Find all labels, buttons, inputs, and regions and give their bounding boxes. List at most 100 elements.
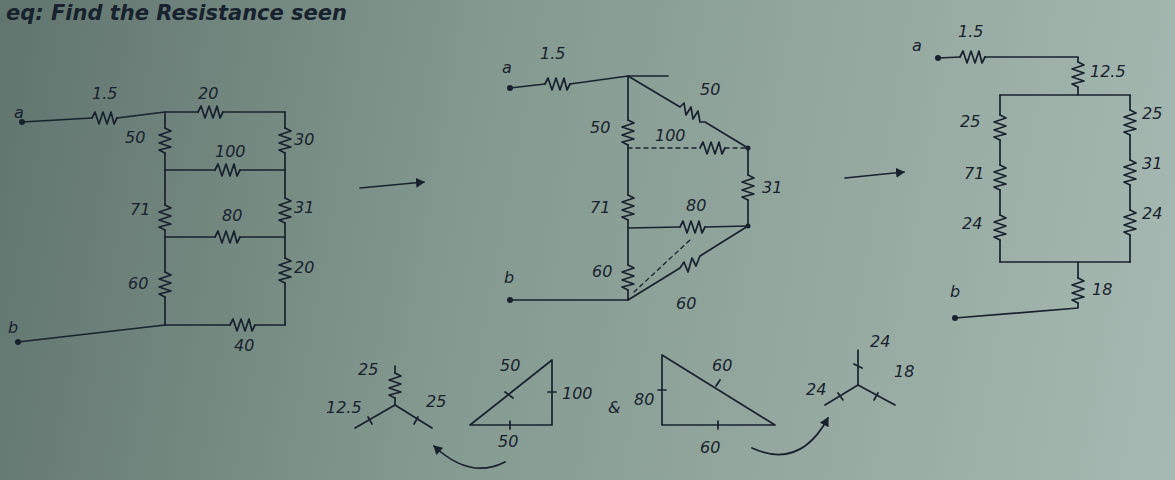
wire-or-resistor <box>955 303 1078 318</box>
resistance-value: 24 <box>962 214 982 233</box>
wire-or-resistor <box>22 118 92 122</box>
wire-or-resistor <box>627 220 629 265</box>
wire-or-resistor <box>368 417 372 424</box>
circuit-transformed <box>507 76 754 303</box>
wire-or-resistor <box>284 223 286 258</box>
wire-or-resistor <box>747 200 749 226</box>
wire-or-resistor <box>825 385 858 405</box>
resistance-value: 71 <box>964 164 984 183</box>
wire-or-resistor <box>18 325 165 342</box>
terminal-label: a <box>912 36 922 55</box>
wire-or-resistor <box>279 198 291 223</box>
wire-or-resistor <box>414 417 418 424</box>
wire-or-resistor <box>215 231 240 243</box>
wire-or-resistor <box>994 115 1006 140</box>
wire-or-resistor <box>700 142 725 154</box>
terminal-label: b <box>8 318 18 337</box>
resistance-value: 60 <box>700 438 720 457</box>
terminal-label: a <box>502 58 512 77</box>
wire-or-resistor <box>165 169 215 171</box>
wire-or-resistor <box>164 297 166 325</box>
wire-or-resistor <box>985 57 1078 62</box>
wire-or-resistor <box>1000 94 1130 96</box>
resistance-value: 50 <box>590 118 610 137</box>
terminal-label: b <box>504 268 514 287</box>
resistance-value: 12.5 <box>326 398 362 417</box>
resistance-value: 100 <box>215 142 246 161</box>
wire-or-resistor <box>628 226 748 300</box>
wire-or-resistor <box>230 319 255 331</box>
resistance-value: 31 <box>1142 154 1162 173</box>
wire-or-resistor <box>255 324 285 326</box>
wire-or-resistor <box>117 112 198 118</box>
wire-or-resistor <box>570 76 668 84</box>
resistance-value: 1.5 <box>540 44 565 63</box>
wire-or-resistor <box>1072 62 1084 87</box>
resistance-value: 80 <box>686 196 706 215</box>
resistance-value: 25 <box>960 112 980 131</box>
resistance-value: 12.5 <box>1090 62 1126 81</box>
wire-or-resistor <box>634 240 690 292</box>
wire-or-resistor <box>1072 278 1084 303</box>
wire-or-resistor <box>164 112 166 128</box>
resistance-value: 80 <box>222 206 242 225</box>
resistance-value: 24 <box>806 380 826 399</box>
wire-or-resistor <box>279 258 291 283</box>
resistance-value: 50 <box>500 356 520 375</box>
circuit-reduced <box>935 51 1136 321</box>
wire-or-resistor <box>389 373 401 398</box>
wire-or-resistor <box>999 190 1001 215</box>
wire-or-resistor <box>284 153 286 198</box>
terminal-label: b <box>950 282 960 301</box>
terminal-label: a <box>14 103 24 122</box>
wire-or-resistor <box>938 57 960 58</box>
wire-or-resistor <box>394 398 396 405</box>
resistance-value: 25 <box>426 392 446 411</box>
wire-or-resistor <box>858 385 895 405</box>
wire-or-resistor <box>622 120 634 145</box>
resistance-value: 60 <box>592 262 612 281</box>
resistance-value: 25 <box>358 360 378 379</box>
resistance-value: 100 <box>562 384 593 403</box>
wire-or-resistor <box>240 169 285 171</box>
wire-or-resistor <box>1129 185 1131 210</box>
wire-or-resistor <box>240 236 285 238</box>
wire-or-resistor <box>999 95 1001 115</box>
wire-or-resistor <box>622 265 634 290</box>
wire-or-resistor <box>159 205 171 230</box>
wire-or-resistor <box>662 355 775 425</box>
resistance-value: 24 <box>1142 204 1162 223</box>
wire-or-resistor <box>1077 87 1079 95</box>
wire-or-resistor <box>628 147 700 148</box>
wire-or-resistor <box>994 215 1006 240</box>
wire-or-resistor <box>627 145 629 195</box>
wire-or-resistor <box>717 421 719 429</box>
wire-or-resistor <box>215 164 240 176</box>
wire-or-resistor <box>1124 110 1136 135</box>
resistance-value: 18 <box>1092 280 1112 299</box>
resistance-value: 80 <box>634 390 654 409</box>
resistance-value: 18 <box>894 362 914 381</box>
wire-or-resistor <box>627 290 629 300</box>
resistance-value: 30 <box>294 130 314 149</box>
wire-or-resistor <box>747 148 749 175</box>
wire-or-resistor <box>548 391 556 393</box>
wire-or-resistor <box>994 165 1006 190</box>
resistance-value: 20 <box>198 84 218 103</box>
wire-or-resistor <box>725 147 748 148</box>
wire-or-resistor <box>159 128 171 153</box>
terminal-dot <box>952 315 958 321</box>
terminal-dot <box>746 146 751 151</box>
resistance-value: 60 <box>128 274 148 293</box>
wire-or-resistor <box>716 380 720 386</box>
resistance-value: 100 <box>655 126 686 145</box>
step-arrow <box>360 182 424 188</box>
wire-or-resistor <box>838 393 843 400</box>
wire-or-resistor <box>198 106 223 118</box>
wire-or-resistor <box>1124 160 1136 185</box>
step-arrow <box>845 172 904 178</box>
wire-or-resistor <box>1124 210 1136 235</box>
resistance-value: 25 <box>1142 104 1162 123</box>
